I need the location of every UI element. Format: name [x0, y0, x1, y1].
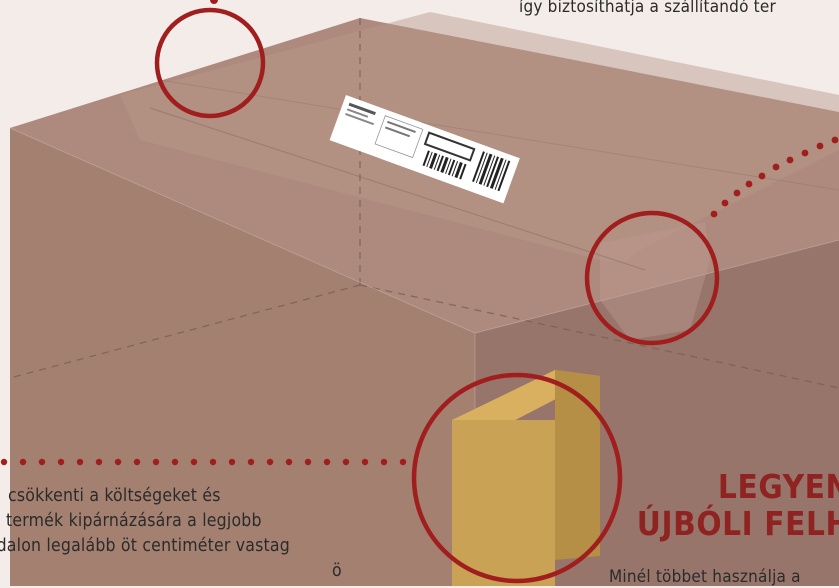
heading-line: LEGYEN — [717, 467, 839, 506]
hidden-edges — [9, 18, 839, 389]
caption-line: csökkenti a költségeket és — [8, 486, 221, 506]
shipping-label-icon — [329, 95, 520, 204]
caption-line: ö — [332, 561, 342, 581]
dotted-line-icon — [0, 458, 407, 466]
caption-line: ldalon legalább öt centiméter vastag — [0, 536, 290, 556]
box-top-face — [10, 18, 839, 333]
tape-seam — [149, 107, 646, 271]
filler-right — [555, 370, 600, 560]
caption-top-right: így biztosíthatja a szállítandó ter — [519, 0, 776, 17]
section-heading: LEGYEN ÚJBÓLI FELH — [591, 468, 839, 542]
caption-bottom-right: Minél többet használja a — [609, 567, 801, 587]
filler-block — [452, 420, 555, 586]
dotted-line-icon — [710, 136, 839, 218]
box-front-face — [10, 128, 475, 586]
tape-seam — [159, 79, 839, 191]
highlight-circle-tape-end — [584, 210, 720, 346]
box-tape-top — [120, 12, 839, 262]
heading-line: ÚJBÓLI FELH — [636, 504, 839, 543]
dot-marker — [210, 0, 218, 4]
caption-line: termék kipárnázására a legjobb — [6, 511, 262, 531]
caption-bottom-left: csökkenti a költségeket és termék kipárn… — [0, 484, 372, 584]
box-tape-right-end — [600, 222, 710, 340]
highlight-circle-filler — [411, 372, 623, 584]
highlight-circle-tape-corner — [154, 7, 266, 119]
